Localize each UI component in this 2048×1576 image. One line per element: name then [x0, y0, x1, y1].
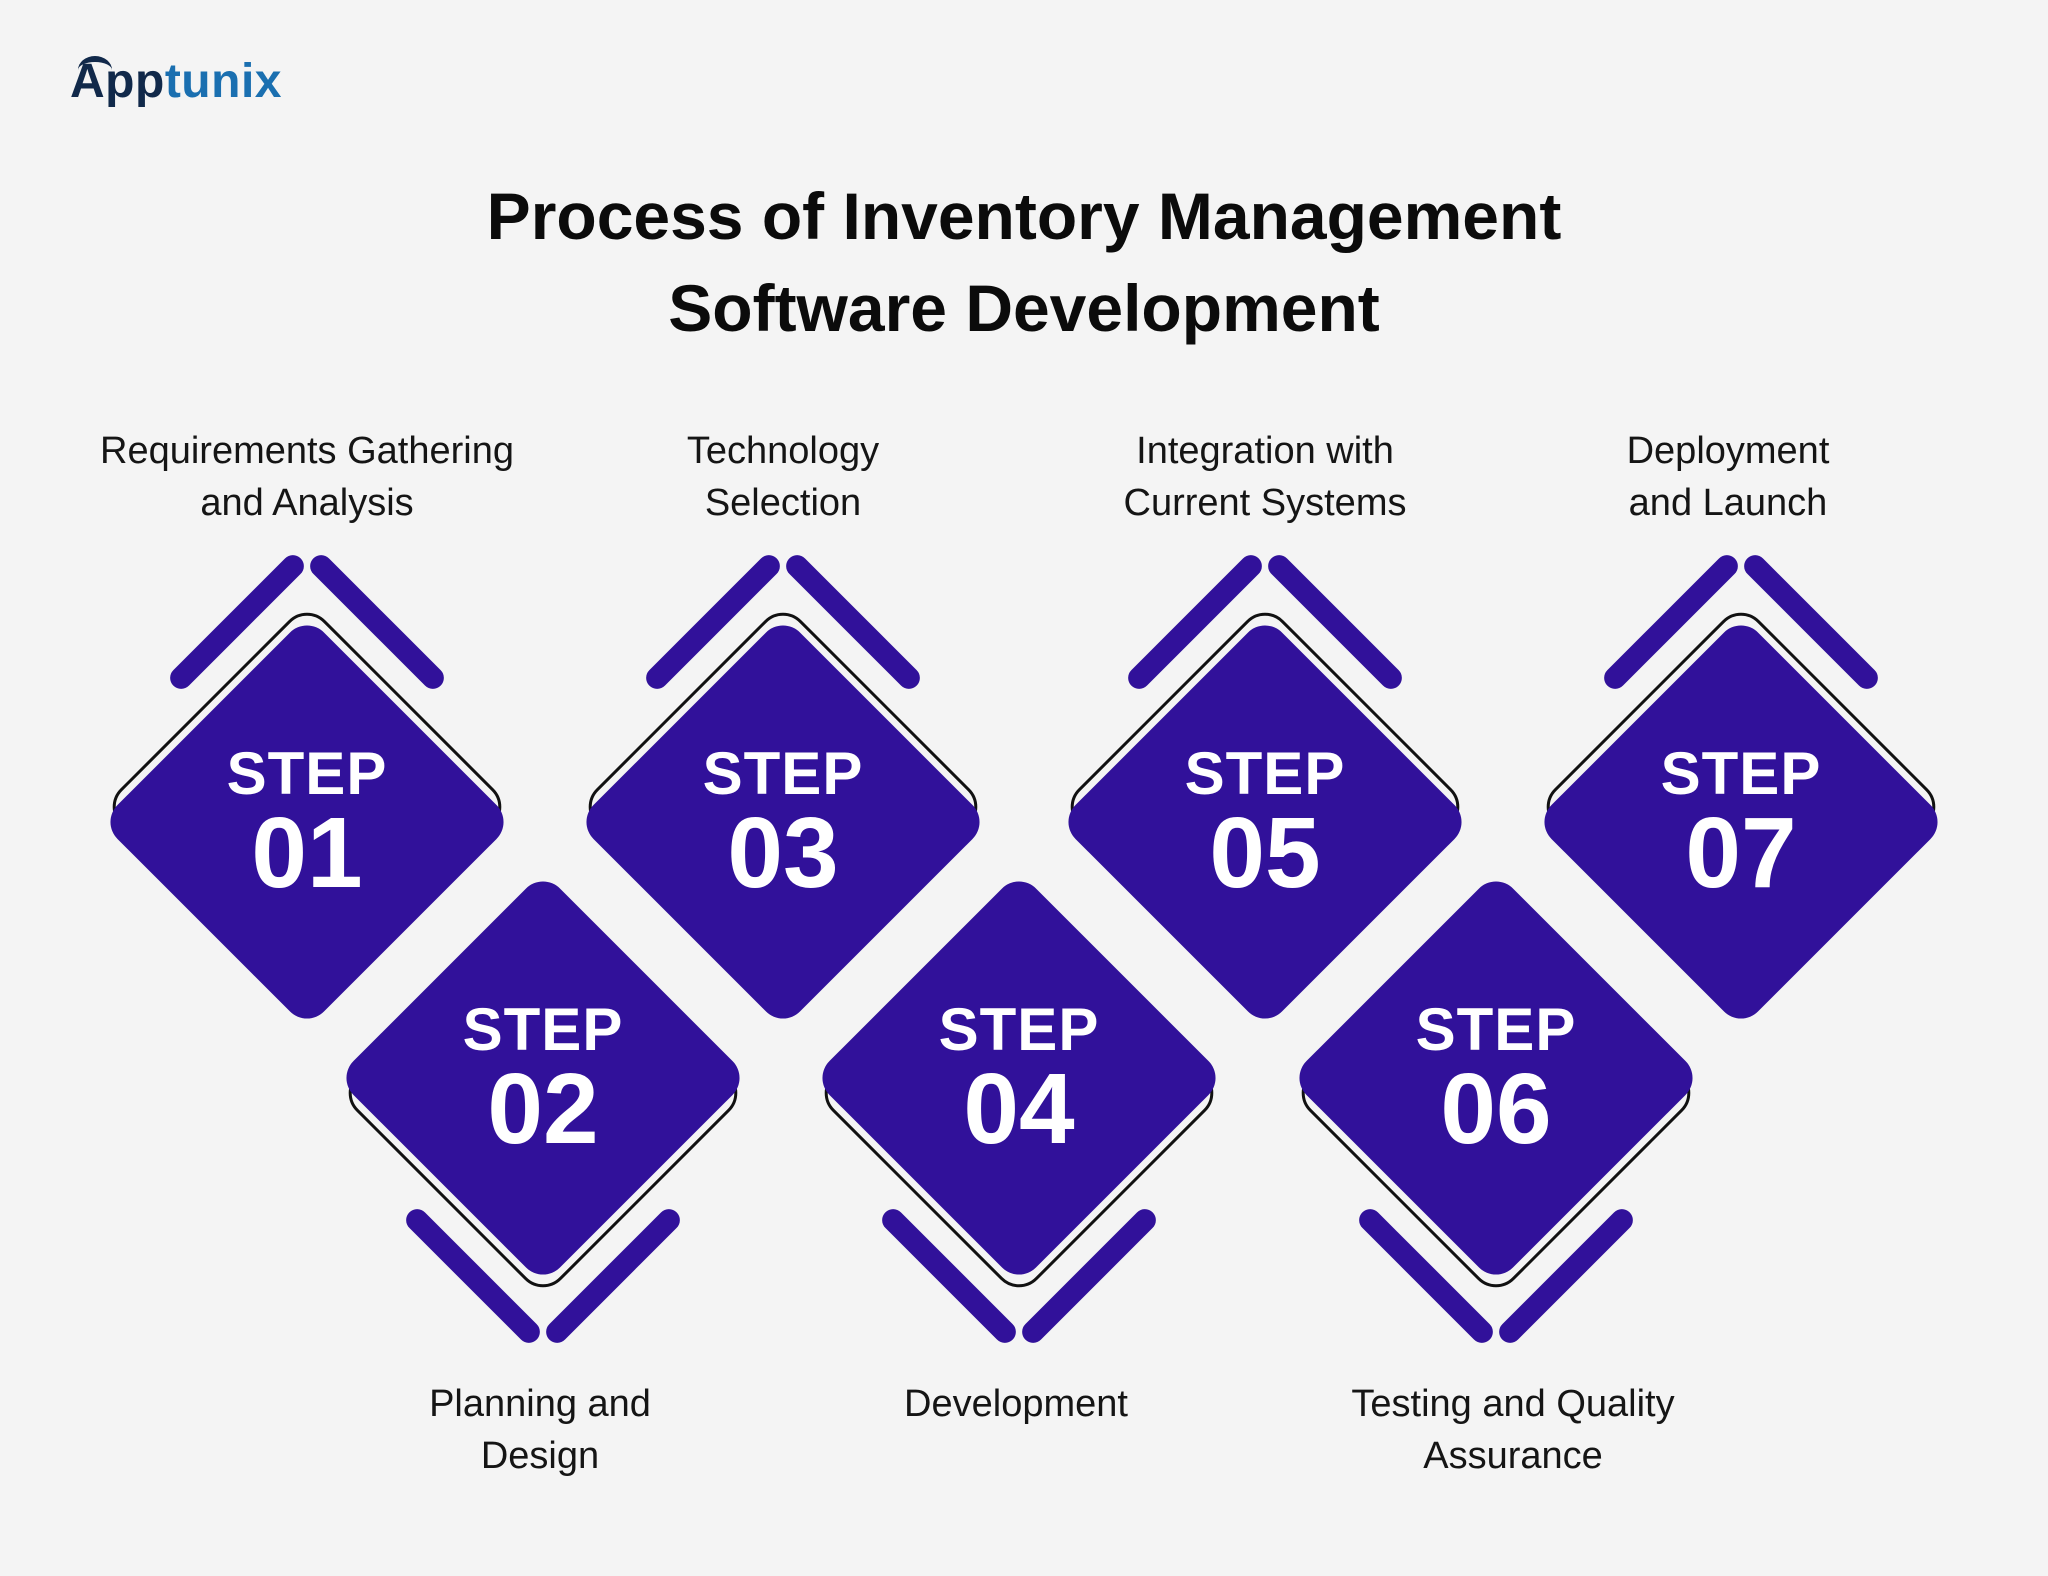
step-01-label-line-2: and Analysis: [200, 482, 414, 524]
step-06-label-line-1: Testing and Quality: [1351, 1383, 1675, 1425]
step-03-label-line-1: Technology: [686, 430, 880, 472]
step-05-diamond: STEP 05: [1058, 550, 1472, 1029]
step-07-label-line-2: and Launch: [1628, 482, 1828, 524]
step-03-label: Technology Selection: [523, 425, 1043, 529]
step-06-word: STEP: [1415, 996, 1577, 1063]
step-04-label: Development: [756, 1378, 1276, 1430]
step-07-diamond: STEP 07: [1534, 550, 1948, 1029]
step-02-label-line-1: Planning and: [429, 1383, 651, 1425]
logo-arc-icon: [78, 56, 112, 84]
step-07-label-line-1: Deployment: [1626, 430, 1830, 472]
title-line-1: Process of Inventory Management: [486, 179, 1562, 253]
step-04-label-line-1: Development: [904, 1383, 1128, 1425]
step-04-diamond: STEP 04: [812, 871, 1226, 1348]
step-06-label: Testing and Quality Assurance: [1253, 1378, 1773, 1482]
step-01-label: Requirements Gathering and Analysis: [47, 425, 567, 529]
step-02-number: 02: [487, 1053, 599, 1165]
step-07-label: Deployment and Launch: [1468, 425, 1988, 529]
step-06-diamond: STEP 06: [1289, 871, 1703, 1348]
step-05-label-line-1: Integration with: [1136, 430, 1394, 472]
step-02-diamond: STEP 02: [336, 871, 750, 1348]
logo-tunix-text: tunix: [164, 55, 282, 108]
apptunix-logo: Apptunix: [70, 58, 282, 106]
step-05-word: STEP: [1184, 740, 1346, 807]
page-title: Process of Inventory Management Software…: [0, 170, 2048, 354]
step-03-word: STEP: [702, 740, 864, 807]
step-05-label-line-2: Current Systems: [1123, 482, 1407, 524]
step-01-diamond: STEP 01: [100, 550, 514, 1029]
step-05-label: Integration with Current Systems: [1005, 425, 1525, 529]
logo-app-text: App: [70, 55, 165, 108]
step-03-label-line-2: Selection: [704, 482, 862, 524]
step-02-label: Planning and Design: [280, 1378, 800, 1482]
step-07-number: 07: [1685, 797, 1797, 909]
step-07-word: STEP: [1660, 740, 1822, 807]
step-01-label-line-1: Requirements Gathering: [100, 430, 514, 472]
step-06-label-line-2: Assurance: [1423, 1435, 1603, 1477]
step-04-number: 04: [963, 1053, 1075, 1165]
step-04-word: STEP: [938, 996, 1100, 1063]
step-03-diamond: STEP 03: [576, 550, 990, 1029]
step-03-number: 03: [727, 797, 839, 909]
step-06-number: 06: [1440, 1053, 1552, 1165]
step-02-word: STEP: [462, 996, 624, 1063]
step-01-number: 01: [251, 797, 363, 909]
step-05-number: 05: [1209, 797, 1321, 909]
step-01-word: STEP: [226, 740, 388, 807]
title-line-2: Software Development: [668, 271, 1380, 345]
step-02-label-line-2: Design: [480, 1435, 600, 1477]
